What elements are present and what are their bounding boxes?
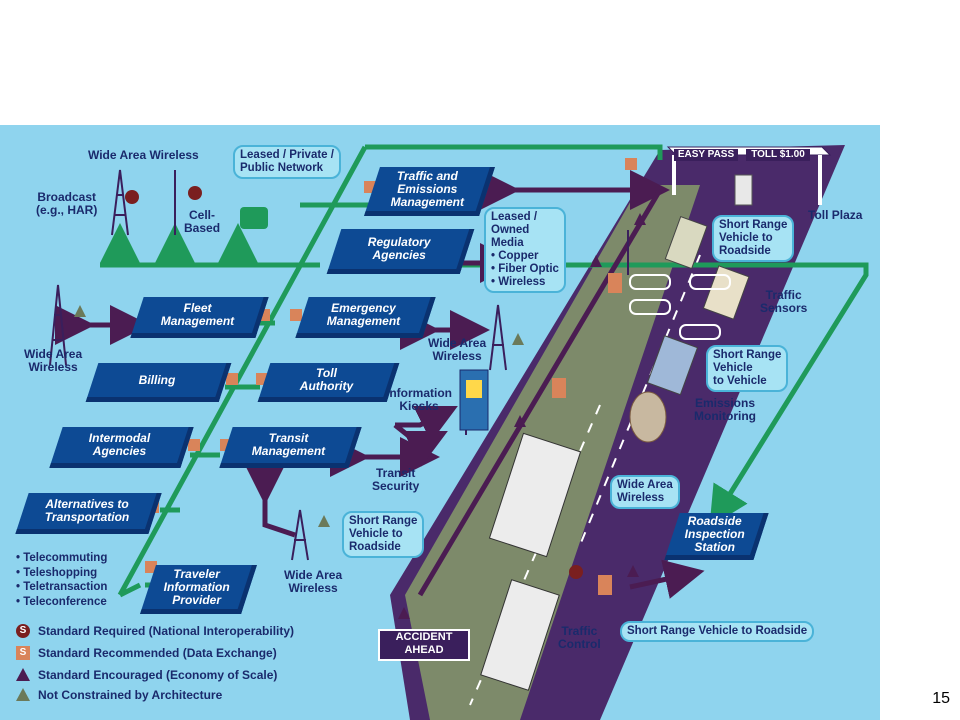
standard-required-markers	[125, 186, 583, 579]
label-wide-area-wireless-left: Wide Area Wireless	[24, 347, 83, 374]
alternatives-list: • Telecommuting • Teleshopping • Teletra…	[16, 551, 107, 609]
legend-recommended: S Standard Recommended (Data Exchange)	[16, 645, 277, 660]
roadside-units	[552, 273, 622, 595]
label-emissions-monitoring: Emissions Monitoring	[694, 396, 756, 423]
vehicles	[480, 215, 750, 691]
sign-toll-price: TOLL $1.00	[746, 149, 810, 161]
sign-easy-pass: EASY PASS	[674, 149, 738, 161]
page-number: 15	[932, 690, 950, 707]
box-toll-authority: Toll Authority	[257, 363, 400, 402]
alternatives-item: • Teleshopping	[16, 566, 98, 579]
diagram-graphics	[49, 144, 869, 720]
legend-not-constrained: Not Constrained by Architecture	[16, 687, 222, 702]
label-toll-plaza: Toll Plaza	[808, 208, 863, 222]
box-alternatives-to-transportation: Alternatives to Transportation	[15, 493, 162, 534]
sign-accident-ahead: ACCIDENT AHEAD	[378, 629, 470, 661]
lane-markings	[469, 254, 701, 706]
callout-leased-owned-media: Leased / Owned Media • Copper • Fiber Op…	[484, 207, 566, 293]
label-cell-based: Cell- Based	[184, 208, 221, 235]
callout-short-range-roadside-left: Short Range Vehicle to Roadside	[342, 511, 425, 558]
box-billing: Billing	[85, 363, 232, 402]
its-architecture-diagram: Wide Area Wireless Broadcast (e.g., HAR)…	[0, 125, 880, 720]
box-fleet-management: Fleet Management	[130, 297, 269, 338]
label-traffic-control: Traffic Control	[558, 624, 601, 651]
purple-links	[55, 170, 705, 599]
legend-required: S Standard Required (National Interopera…	[16, 623, 294, 638]
alternatives-item: • Telecommuting	[16, 552, 108, 564]
recommended-square-icon: S	[16, 645, 30, 660]
telephone	[240, 207, 268, 229]
callout-wide-area-wireless-road: Wide Area Wireless	[610, 475, 680, 509]
box-traveler-information-provider: Traveler Information Provider	[140, 565, 257, 614]
alternatives-item: • Teleconference	[16, 595, 107, 608]
callout-short-range-vehicle-to-vehicle: Short Range Vehicle to Vehicle	[706, 345, 789, 392]
callout-short-range-bottom: Short Range Vehicle to Roadside	[620, 621, 815, 642]
label-wide-area-wireless-bottom: Wide Area Wireless	[284, 568, 343, 595]
box-emergency-management: Emergency Management	[295, 297, 436, 338]
label-traffic-sensors: Traffic Sensors	[760, 288, 808, 315]
alternatives-item: • Teletransaction	[16, 581, 108, 593]
label-information-kiosks: Information Kiosks	[386, 386, 452, 413]
info-kiosk	[459, 369, 489, 431]
box-roadside-inspection-station: Roadside Inspection Station	[664, 513, 769, 560]
encouraged-triangle-icon	[16, 668, 30, 681]
sensor-loops	[629, 274, 731, 340]
label-broadcast: Broadcast (e.g., HAR)	[36, 190, 98, 217]
toll-booth	[734, 174, 753, 206]
callout-leased-private-network: Leased / Private / Public Network	[233, 145, 341, 179]
not-constrained-markers	[74, 305, 524, 527]
label-wide-area-wireless-mid: Wide Area Wireless	[428, 336, 487, 363]
box-traffic-emissions-management: Traffic and Emissions Management	[364, 167, 495, 216]
box-regulatory-agencies: Regulatory Agencies	[326, 229, 475, 274]
standard-encouraged-markers	[398, 213, 646, 619]
not-constrained-triangle-icon	[16, 688, 30, 701]
legend-encouraged: Standard Encouraged (Economy of Scale)	[16, 667, 277, 682]
callout-short-range-roadside-top: Short Range Vehicle to Roadside	[712, 215, 795, 262]
green-network	[100, 144, 869, 598]
label-transit-security: Transit Security	[372, 466, 420, 493]
box-intermodal-agencies: Intermodal Agencies	[49, 427, 194, 468]
box-transit-management: Transit Management	[219, 427, 362, 468]
label-wide-area-wireless-top: Wide Area Wireless	[88, 148, 199, 162]
required-circle-icon: S	[16, 623, 30, 638]
emissions-cloud	[629, 391, 667, 443]
